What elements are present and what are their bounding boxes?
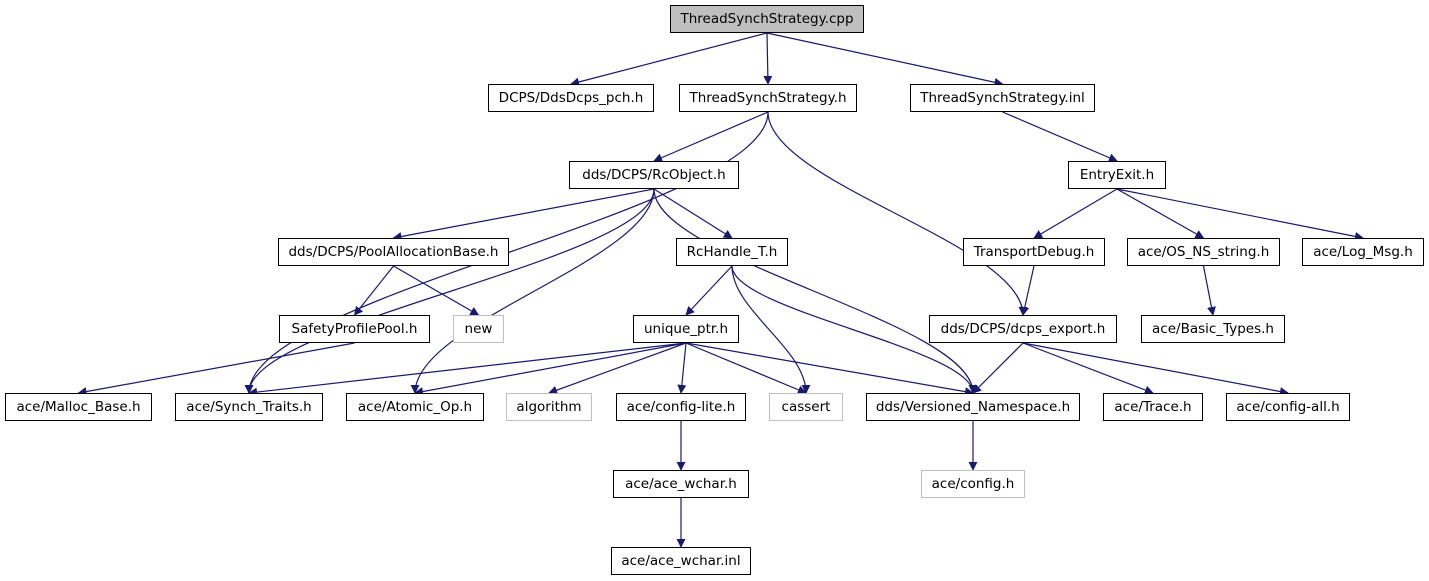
edge-tss_h-to-rcobject [653,111,769,162]
edge-uniqueptr-to-synchtraits [248,342,687,397]
node-thread-synch-strategy-h[interactable]: ThreadSynchStrategy.h [679,84,857,112]
node-ddsdcps-pch[interactable]: DCPS/DdsDcps_pch.h [488,84,654,112]
node-root-file: ThreadSynchStrategy.cpp [670,5,864,33]
node-log-msg[interactable]: ace/Log_Msg.h [1302,238,1424,266]
edge-uniqueptr-to-cassert [685,342,807,395]
edge-root-to-tss_inl [766,32,1004,87]
node-config-lite[interactable]: ace/config-lite.h [616,393,746,421]
node-algorithm: algorithm [506,393,592,421]
edge-dcpsexport-to-versioned [972,342,1024,394]
node-pool-allocation-base[interactable]: dds/DCPS/PoolAllocationBase.h [278,238,509,266]
edge-dcpsexport-to-trace [1022,342,1154,395]
edge-poolalloc-to-new [393,265,480,316]
edge-uniqueptr-to-versioned [685,342,974,397]
edge-safetyprofile-to-mallocbase [77,342,355,396]
node-config-h: ace/config.h [921,470,1025,498]
node-ace-wchar-inl[interactable]: ace/ace_wchar.inl [611,547,751,575]
edge-rcobject-to-versioned [653,188,978,394]
node-malloc-base[interactable]: ace/Malloc_Base.h [5,393,152,421]
node-os-ns-string[interactable]: ace/OS_NS_string.h [1127,238,1280,266]
edge-rchandle-to-uniqueptr [685,265,733,316]
node-ace-wchar-h[interactable]: ace/ace_wchar.h [613,470,749,498]
edge-uniqueptr-to-algorithm [548,342,687,395]
node-cassert: cassert [769,393,843,421]
edge-poolalloc-to-safetyprofile [353,265,394,316]
edge-root-to-tss_h [763,32,773,85]
node-config-all[interactable]: ace/config-all.h [1226,393,1350,421]
edge-root-to-ddsdcps_pch [570,32,768,87]
edge-rchandle-to-versioned [731,265,978,394]
node-versioned-namespace[interactable]: dds/Versioned_Namespace.h [866,393,1080,421]
edge-tss_inl-to-entryexit [1002,111,1118,162]
node-rcobject[interactable]: dds/DCPS/RcObject.h [569,161,739,189]
edge-dcpsexport-to-configall [1022,342,1289,396]
node-unique-ptr[interactable]: unique_ptr.h [633,315,739,343]
edge-uniqueptr-to-configlite [677,342,687,394]
edge-transportdebug-to-dcpsexport [1020,265,1035,316]
node-dcps-export[interactable]: dds/DCPS/dcps_export.h [929,315,1117,343]
edge-osnsstring-to-basictypes [1202,265,1216,316]
node-atomic-op[interactable]: ace/Atomic_Op.h [346,393,484,421]
node-trace[interactable]: ace/Trace.h [1103,393,1203,421]
node-new: new [453,315,504,343]
edge-entryexit-to-osnsstring [1116,188,1205,239]
edge-tss_h-to-dcpsexport [767,111,1028,316]
edge-rcobject-to-synchtraits [244,188,655,394]
edge-entryexit-to-transportdebug [1033,188,1118,239]
node-safety-profile-pool[interactable]: SafetyProfilePool.h [279,315,430,343]
edge-uniqueptr-to-atomicop [414,342,687,396]
node-entryexit[interactable]: EntryExit.h [1068,161,1166,189]
node-transport-debug[interactable]: TransportDebug.h [963,238,1105,266]
edge-entryexit-to-logmsg [1116,188,1364,241]
edge-rchandle-to-cassert [731,265,811,394]
node-synch-traits[interactable]: ace/Synch_Traits.h [175,393,323,421]
node-thread-synch-strategy-inl[interactable]: ThreadSynchStrategy.inl [910,84,1095,112]
node-rchandle[interactable]: RcHandle_T.h [676,238,788,266]
edge-rcobject-to-rchandle [653,188,733,239]
edge-rcobject-to-poolalloc [392,188,655,241]
node-basic-types[interactable]: ace/Basic_Types.h [1141,315,1285,343]
edge-rcobject-to-atomicop [410,188,655,394]
